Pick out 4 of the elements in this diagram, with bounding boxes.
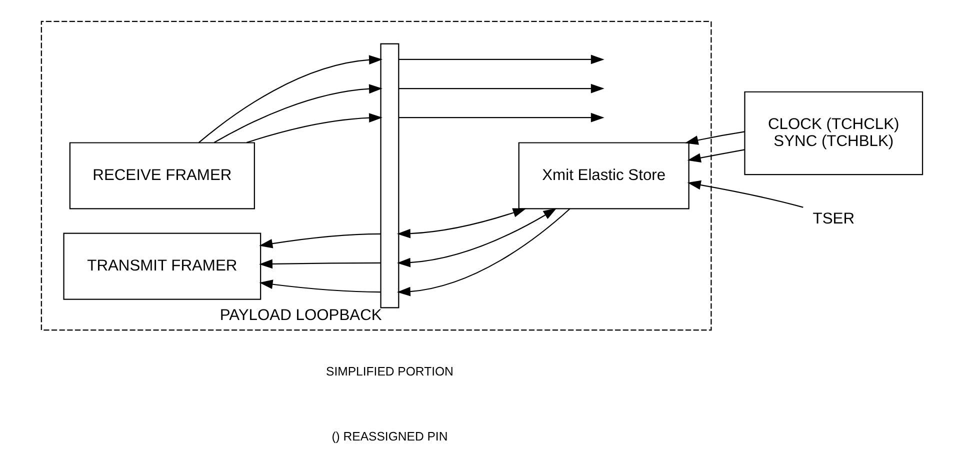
label: () REASSIGNED PIN [332,430,448,444]
node-label: PAYLOAD LOOPBACK [220,307,382,324]
node-text: TSER [812,210,854,228]
label: SIMPLIFIED PORTION [326,364,454,379]
